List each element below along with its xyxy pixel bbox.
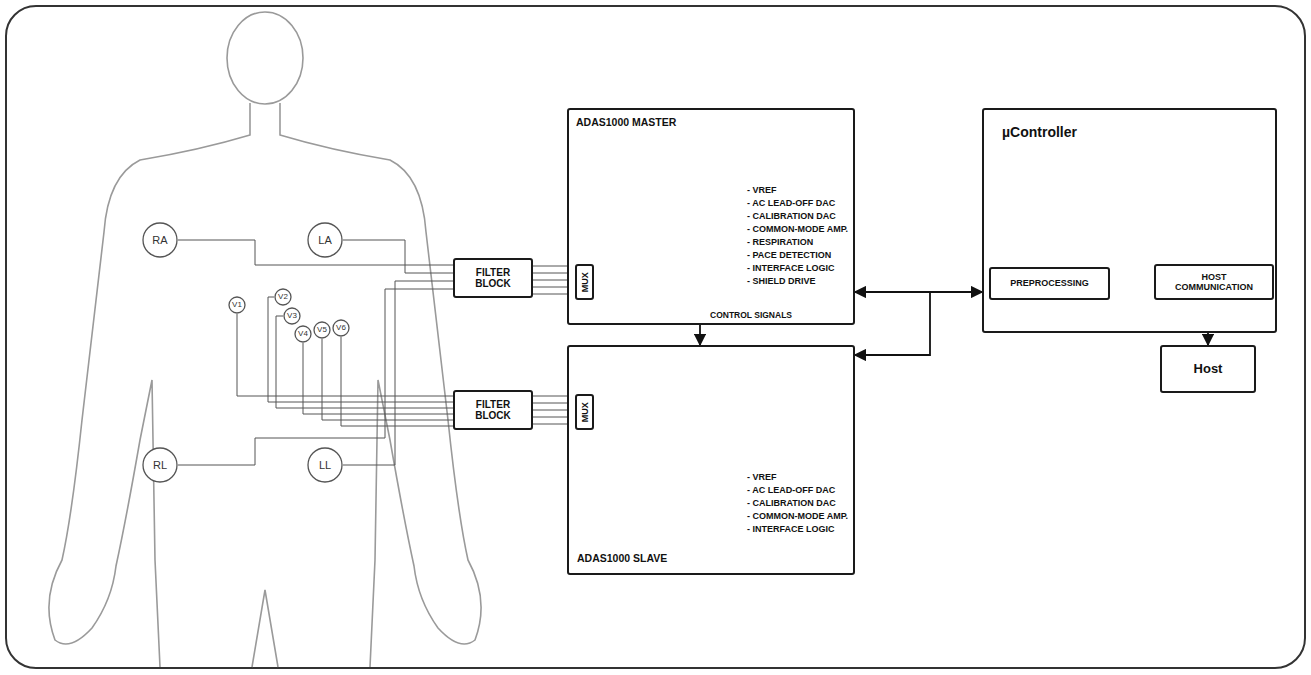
feature-item: - CALIBRATION DAC [747, 211, 836, 221]
electrode-label: V1 [232, 301, 242, 309]
block-label: MUX [579, 402, 589, 422]
block-label: PREPROCESSING [1010, 278, 1089, 288]
electrode-label: RA [152, 235, 167, 246]
block-box: MUX [575, 264, 594, 300]
electrode-wire [343, 281, 453, 465]
electrode-ring [284, 308, 300, 324]
signal-arrow [855, 292, 982, 355]
electrode-ring [295, 326, 311, 342]
signal-arrow [699, 325, 701, 345]
electrode-circle: V3 [283, 307, 301, 325]
electrode-label: V3 [287, 312, 297, 320]
electrode-ring [143, 223, 177, 257]
electrode-wire [237, 314, 453, 396]
block-box: FILTER BLOCK [453, 258, 533, 298]
electrode-circle: RA [142, 222, 178, 258]
electrode-wire [178, 289, 453, 465]
electrode-label: V6 [336, 324, 346, 332]
block-box: µControllerPREPROCESSING HOST COMMUNICATI… [982, 108, 1277, 333]
head-outline [227, 12, 303, 104]
electrode-wire [303, 343, 453, 414]
electrode-label: V2 [278, 293, 288, 301]
block-box: MUX [575, 394, 594, 430]
electrode-wire [341, 337, 453, 426]
electrode-label: V5 [317, 326, 327, 334]
block-box: FILTER BLOCK [453, 390, 533, 430]
block-title: ADAS1000 MASTER [576, 116, 676, 128]
electrode-circle: V5 [313, 321, 331, 339]
electrode-label: LA [318, 235, 331, 246]
body-right-side [280, 103, 481, 667]
feature-item: - SHIELD DRIVE [747, 276, 816, 286]
feature-item: - RESPIRATION [747, 237, 813, 247]
legs-inner [252, 590, 278, 667]
feature-item: - COMMON-MODE AMP. [747, 224, 848, 234]
electrode-label: LL [319, 460, 331, 471]
block-label: FILTER BLOCK [463, 267, 523, 290]
electrode-wire [322, 339, 453, 420]
block-label: HOST COMMUNICATION [1167, 272, 1262, 293]
block-label: Host [1194, 362, 1223, 377]
electrode-circle: LA [307, 222, 343, 258]
electrode-circle: V1 [228, 296, 246, 314]
block-box: ADAS1000 SLAVE - VREF - AC LEAD-OFF DAC - C… [567, 345, 855, 575]
block-title: ADAS1000 SLAVE [577, 552, 667, 564]
block-label: FILTER BLOCK [463, 399, 523, 422]
feature-item: - VREF [747, 185, 777, 195]
body-left-side [49, 103, 250, 667]
block-box: PREPROCESSING [989, 267, 1110, 300]
electrode-circle: RL [142, 447, 178, 483]
electrode-ring [308, 223, 342, 257]
electrode-circle: LL [307, 447, 343, 483]
block-box: Host [1160, 345, 1256, 393]
feature-item: - INTERFACE LOGIC [747, 524, 835, 534]
feature-item: - INTERFACE LOGIC [747, 263, 835, 273]
electrode-wire [343, 240, 453, 273]
feature-item: - CALIBRATION DAC [747, 498, 836, 508]
block-label: MUX [579, 272, 589, 292]
electrode-circle: V2 [274, 288, 292, 306]
feature-item: - AC LEAD-OFF DAC [747, 485, 835, 495]
body-outline [49, 12, 481, 667]
electrode-ring [143, 448, 177, 482]
electrode-ring [275, 289, 291, 305]
signal-label: CONTROL SIGNALS [708, 310, 794, 320]
electrode-wire [268, 297, 453, 402]
electrode-circle: V4 [294, 325, 312, 343]
feature-item: - AC LEAD-OFF DAC [747, 198, 835, 208]
electrode-ring [314, 322, 330, 338]
electrode-label: RL [153, 460, 167, 471]
feature-item: - PACE DETECTION [747, 250, 831, 260]
feature-item: - VREF [747, 472, 777, 482]
block-box: HOST COMMUNICATION [1154, 264, 1274, 300]
block-title: µController [1002, 124, 1077, 140]
electrode-ring [229, 297, 245, 313]
feature-item: - COMMON-MODE AMP. [747, 511, 848, 521]
block-box: ADAS1000 MASTER - VREF - AC LEAD-OFF DAC - … [567, 108, 855, 325]
frame [6, 6, 1305, 668]
electrode-ring [308, 448, 342, 482]
electrode-label: V4 [298, 330, 308, 338]
electrode-circle: V6 [332, 319, 350, 337]
electrode-ring [333, 320, 349, 336]
